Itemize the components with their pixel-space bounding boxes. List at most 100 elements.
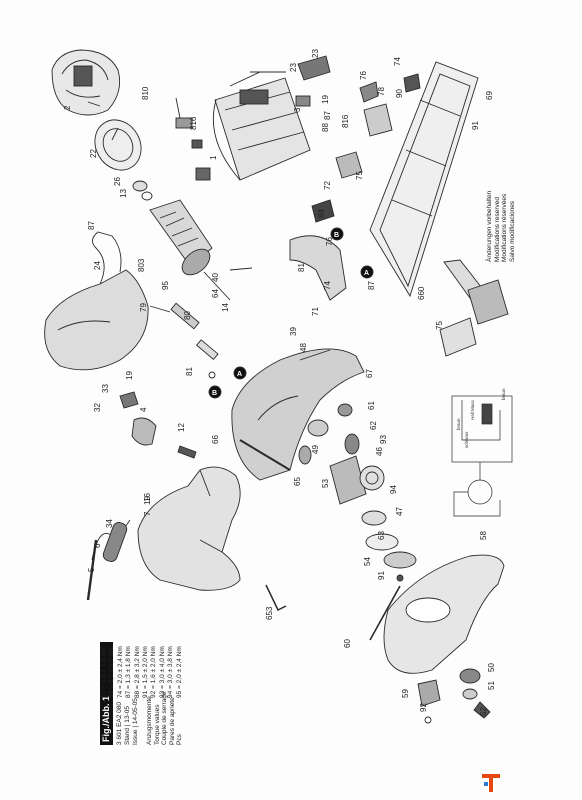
stand-value: 13-05 bbox=[124, 706, 131, 723]
part-number-label: 47 bbox=[395, 507, 404, 516]
torque-row: 92 = 1,6 ± 2,0 Nm bbox=[150, 646, 158, 698]
callout-b-1: B bbox=[212, 390, 217, 397]
torque-header: Anzugsmomente bbox=[146, 696, 153, 745]
part-number-label: 93 bbox=[379, 435, 388, 444]
part-number-label: 12 bbox=[177, 423, 186, 432]
torque-row: 93 = 3,0 ± 4,0 Nm bbox=[158, 646, 166, 698]
torque-value: 6,0 ± 9,0 Nm bbox=[108, 646, 116, 684]
part-number-label: 23 bbox=[311, 49, 320, 58]
part-number-label: 5 bbox=[87, 567, 96, 572]
part-number-label: 816 bbox=[189, 116, 198, 130]
wiring-label-color1: schwarz bbox=[464, 431, 469, 448]
part-number-label: 76 bbox=[325, 237, 334, 246]
notice-line: Modifications reserved bbox=[493, 196, 501, 262]
torque-part: 92 bbox=[150, 690, 158, 698]
part-number-label: 74 bbox=[393, 57, 402, 66]
part-number-label: 24 bbox=[93, 261, 102, 270]
part-58-lower-blade-guard bbox=[383, 554, 505, 674]
part-number-label: 803 bbox=[137, 258, 146, 272]
wiring-label-color2: braun bbox=[456, 418, 461, 430]
part-number-label: 94 bbox=[389, 485, 398, 494]
torque-row: 74 = 2,0 ± 2,4 Nm bbox=[116, 646, 124, 698]
part-number-label: 71 bbox=[311, 307, 320, 316]
part-number-label: 22 bbox=[89, 149, 98, 158]
issue-row: Issue | 14-05-05 bbox=[132, 698, 139, 745]
part-number-label: 33 bbox=[101, 384, 110, 393]
torque-part: 94 bbox=[167, 690, 175, 698]
part-number-label: 78 bbox=[377, 87, 386, 96]
part-number-label: 653 bbox=[265, 606, 274, 620]
stand-label: Stand bbox=[124, 728, 131, 745]
stand-row: Stand | 13-05 bbox=[124, 706, 131, 745]
part-number-label: 66 bbox=[211, 435, 220, 444]
torque-part: 93 bbox=[158, 690, 166, 698]
part-number-label: 87 bbox=[367, 281, 376, 290]
part-number-label: 62 bbox=[369, 421, 378, 430]
part-number-label: 75 bbox=[435, 321, 444, 330]
torque-part: 74 bbox=[116, 690, 124, 698]
wiring-label-color3: braun bbox=[501, 388, 506, 400]
part-number-label: 63 bbox=[377, 531, 386, 540]
part-number-label: 52 bbox=[479, 707, 488, 716]
part-number-label: 16 bbox=[143, 493, 152, 502]
part-number-label: 95 bbox=[161, 281, 170, 290]
part-number-label: 32 bbox=[93, 403, 102, 412]
part-803-armature bbox=[149, 199, 231, 301]
part-number-label: 54 bbox=[363, 557, 372, 566]
part-number-label: 19 bbox=[321, 95, 330, 104]
part-number-label: 19 bbox=[125, 371, 134, 380]
part-number-label: 59 bbox=[401, 689, 410, 698]
torque-part: 88 bbox=[133, 690, 141, 698]
part-number-label: 34 bbox=[105, 519, 114, 528]
torque-row: 52 = 6,0 ± 9,0 Nm bbox=[108, 646, 116, 698]
part-number-label: 91 bbox=[377, 571, 386, 580]
torque-part: 95 bbox=[175, 690, 183, 698]
torque-value: 1,3 ± 1,8 Nm bbox=[125, 646, 133, 684]
torque-row: 87 = 1,3 ± 1,8 Nm bbox=[125, 646, 133, 698]
modifications-notice: Änderungen vorbehalten Modifications res… bbox=[486, 191, 516, 262]
part-number-label: 76 bbox=[359, 71, 368, 80]
part-number-label: 7 bbox=[143, 511, 152, 516]
torque-row: 94 = 3,0 ± 3,8 Nm bbox=[167, 646, 175, 698]
part-number-label: 46 bbox=[375, 447, 384, 456]
part-number-label: 23 bbox=[289, 63, 298, 72]
part-2-end-cap bbox=[51, 49, 121, 116]
part-number-label: 72 bbox=[323, 181, 332, 190]
document-info: 3 601 EA2 080 Stand | 13-05 Issue | 14-0… bbox=[116, 698, 140, 745]
torque-part: 87 bbox=[125, 690, 133, 698]
torque-header: Pcs bbox=[176, 734, 183, 745]
torque-headers: Anzugsmomente Torque values Couple de se… bbox=[146, 692, 184, 745]
torque-value: 1,0 ± 1,5 Nm bbox=[100, 646, 107, 684]
part-number-label: 67 bbox=[365, 369, 374, 378]
part-number-label: 40 bbox=[211, 273, 220, 282]
part-69-base-plate bbox=[369, 61, 479, 298]
part-number-label: 58 bbox=[479, 531, 488, 540]
part-number-label: 65 bbox=[293, 477, 302, 486]
part-number-label: 87 bbox=[87, 221, 96, 230]
torque-value: 3,0 ± 4,0 Nm bbox=[158, 646, 166, 684]
torque-value: 3,0 ± 3,8 Nm bbox=[167, 646, 175, 684]
part-number-label: 49 bbox=[311, 445, 320, 454]
part-number-label: 4 bbox=[139, 407, 148, 412]
torque-part: 19 bbox=[100, 690, 107, 698]
torque-value: 1,5 ± 2,0 Nm bbox=[142, 646, 150, 684]
notice-line: Änderungen vorbehalten bbox=[486, 190, 493, 262]
part-number-label: 19 bbox=[143, 496, 152, 505]
part-number-label: 14 bbox=[221, 303, 230, 312]
part-number-label: 81 bbox=[185, 367, 194, 376]
part-24-handle-shell bbox=[44, 231, 149, 371]
notice-line: Modifications réservées bbox=[501, 193, 508, 262]
part-number-label: 6 bbox=[93, 543, 102, 548]
torque-values-table: 19 = 1,0 ± 1,5 Nm 52 = 6,0 ± 9,0 Nm 74 =… bbox=[100, 646, 184, 698]
torque-value: 2,0 ± 2,4 Nm bbox=[116, 646, 124, 684]
watermark-logo bbox=[480, 768, 580, 798]
part-number-label: 53 bbox=[321, 479, 330, 488]
part-number-label: 810 bbox=[141, 86, 150, 100]
part-810-motor-housing bbox=[212, 77, 311, 181]
part-number-code: 3 601 EA2 080 bbox=[116, 701, 123, 745]
part-number-label: 92 bbox=[419, 703, 428, 712]
part-number-label: 88 bbox=[321, 123, 330, 132]
